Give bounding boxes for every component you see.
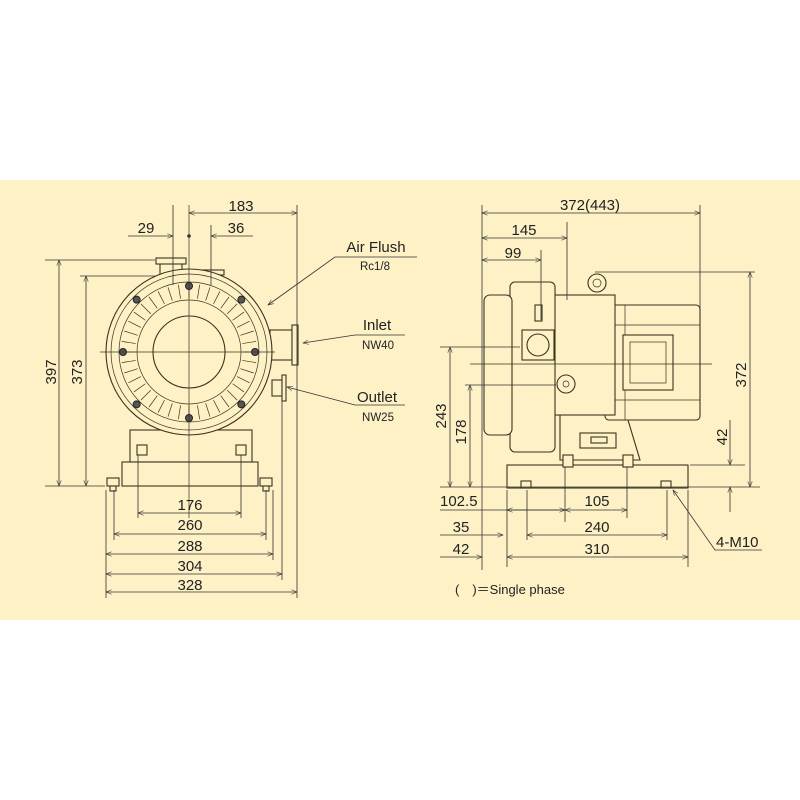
fin bbox=[213, 291, 221, 305]
fin bbox=[205, 287, 211, 301]
fin bbox=[232, 311, 245, 321]
dim-145: 145 bbox=[511, 222, 536, 239]
dim-328: 328 bbox=[177, 577, 202, 594]
fin bbox=[124, 368, 138, 374]
foot-bolt-left bbox=[106, 477, 120, 492]
side-view: 372(443) 145 99 243 178 372 42 102.5 105… bbox=[433, 197, 762, 597]
fin bbox=[236, 320, 250, 328]
dim-260: 260 bbox=[177, 517, 202, 534]
fin bbox=[128, 376, 142, 384]
fin bbox=[157, 291, 165, 305]
fin bbox=[240, 368, 254, 374]
fin bbox=[167, 287, 173, 301]
dim-42-height: 42 bbox=[714, 429, 731, 446]
dim-29: 29 bbox=[138, 220, 155, 237]
dim-178: 178 bbox=[453, 419, 470, 444]
outlet-spec: NW25 bbox=[362, 412, 394, 424]
dim-183: 183 bbox=[228, 198, 253, 215]
side-base-plate bbox=[506, 464, 689, 489]
fin bbox=[232, 383, 245, 393]
terminal-box bbox=[622, 334, 674, 391]
fin bbox=[197, 405, 200, 420]
dim-372-height: 372 bbox=[733, 362, 750, 387]
dim-42: 42 bbox=[453, 541, 470, 558]
fin bbox=[205, 403, 211, 417]
front-cover bbox=[483, 294, 513, 436]
fin bbox=[226, 389, 238, 401]
dim-397: 397 bbox=[43, 359, 60, 384]
bolt bbox=[237, 400, 246, 409]
dim-99: 99 bbox=[505, 245, 522, 262]
fin bbox=[242, 341, 257, 344]
fin bbox=[121, 341, 136, 344]
fin bbox=[226, 303, 238, 315]
fin bbox=[133, 383, 146, 393]
fin bbox=[220, 395, 230, 408]
single-phase-note: ( )＝Single phase bbox=[455, 582, 565, 597]
base-plate bbox=[121, 461, 259, 487]
fin bbox=[124, 330, 138, 336]
fin bbox=[236, 376, 250, 384]
fin bbox=[121, 360, 136, 363]
bolt bbox=[132, 400, 141, 409]
air-flush-fitting bbox=[534, 304, 543, 322]
pump-fin-block bbox=[544, 294, 616, 416]
bolt bbox=[132, 295, 141, 304]
dim-243: 243 bbox=[433, 403, 450, 428]
eye-bolt bbox=[587, 273, 607, 293]
fin bbox=[178, 405, 181, 420]
dim-102-5: 102.5 bbox=[440, 493, 478, 510]
outlet-port-side bbox=[556, 374, 576, 394]
dim-373: 373 bbox=[69, 359, 86, 384]
outlet-port bbox=[271, 374, 287, 402]
inlet-label: Inlet bbox=[363, 317, 392, 334]
fin bbox=[167, 403, 173, 417]
fin bbox=[240, 330, 254, 336]
inlet-spec: NW40 bbox=[362, 340, 394, 352]
foot-bolt-right bbox=[259, 477, 273, 492]
fin bbox=[128, 320, 142, 328]
air-flush-label: Air Flush bbox=[346, 239, 405, 256]
fin bbox=[242, 360, 257, 363]
fin bbox=[178, 284, 181, 299]
pump-flange bbox=[509, 281, 556, 453]
fin bbox=[197, 284, 200, 299]
bolt bbox=[237, 295, 246, 304]
dim-310: 310 bbox=[584, 541, 609, 558]
fin bbox=[140, 303, 152, 315]
front-view: 183 29 36 397 373 176 260 288 304 328 Ai… bbox=[43, 198, 417, 598]
dim-288: 288 bbox=[177, 538, 202, 555]
dim-35: 35 bbox=[453, 519, 470, 536]
fin bbox=[148, 296, 158, 309]
fin bbox=[220, 296, 230, 309]
fin bbox=[133, 311, 146, 321]
inlet-port bbox=[269, 324, 299, 366]
fin bbox=[157, 399, 165, 413]
fin bbox=[148, 395, 158, 408]
bolts-label: 4-M10 bbox=[716, 534, 759, 551]
fin bbox=[140, 389, 152, 401]
cooling-fins bbox=[121, 284, 257, 420]
dim-240: 240 bbox=[584, 519, 609, 536]
dim-105: 105 bbox=[584, 493, 609, 510]
fin bbox=[213, 399, 221, 413]
dim-176: 176 bbox=[177, 497, 202, 514]
outlet-label: Outlet bbox=[357, 389, 398, 406]
dim-304: 304 bbox=[177, 558, 202, 575]
air-flush-spec: Rc1/8 bbox=[360, 261, 390, 273]
dim-372-443: 372(443) bbox=[560, 197, 620, 214]
dim-36: 36 bbox=[228, 220, 245, 237]
